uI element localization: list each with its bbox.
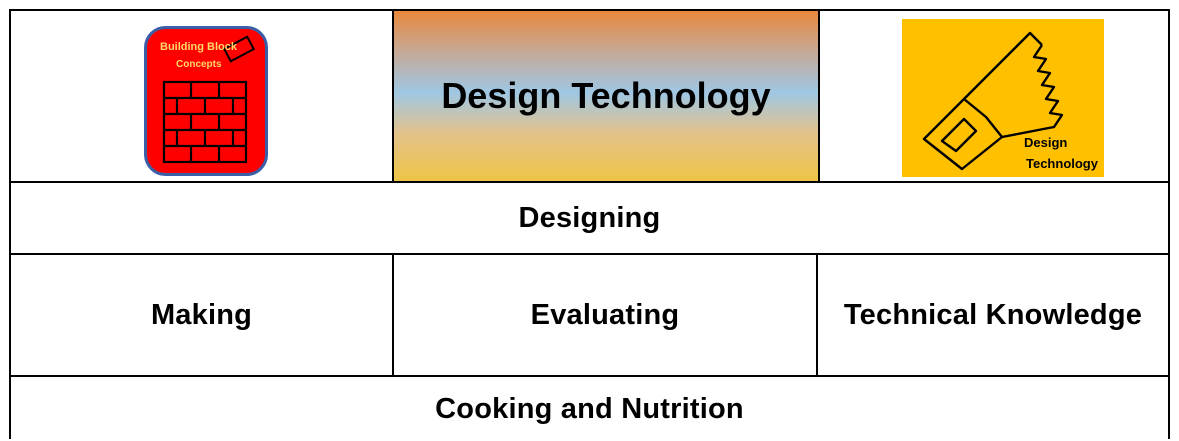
designing-label: Designing [518,201,661,234]
technical-knowledge-cell: Technical Knowledge [818,255,1168,375]
divider [818,11,820,183]
row-divider [11,253,1168,255]
saw-icon: Design Technology [902,19,1104,177]
brick-wall-icon: Building Block Concepts [144,26,268,176]
technical-knowledge-label: Technical Knowledge [843,298,1143,331]
row-divider [11,375,1168,377]
logo-text-line2: Technology [1026,156,1099,171]
evaluating-label: Evaluating [530,298,680,331]
logo-text-line2: Concepts [176,59,222,70]
making-label: Making [150,298,253,331]
logo-text-line1: Building Block [160,41,238,53]
divider [392,11,394,183]
logo-text-line1: Design [1024,135,1067,150]
divider [816,255,818,375]
cooking-cell: Cooking and Nutrition [11,377,1168,441]
title-banner: Design Technology [394,11,818,181]
designing-cell: Designing [11,183,1168,253]
divider [392,255,394,375]
row-divider [11,181,1168,183]
design-technology-logo: Design Technology [902,19,1104,182]
building-block-logo: Building Block Concepts [144,26,268,181]
page-title: Design Technology [441,75,771,116]
evaluating-cell: Evaluating [394,255,816,375]
cooking-label: Cooking and Nutrition [435,392,744,425]
curriculum-table: Building Block Concepts Design Technolog… [9,9,1170,439]
making-cell: Making [11,255,392,375]
